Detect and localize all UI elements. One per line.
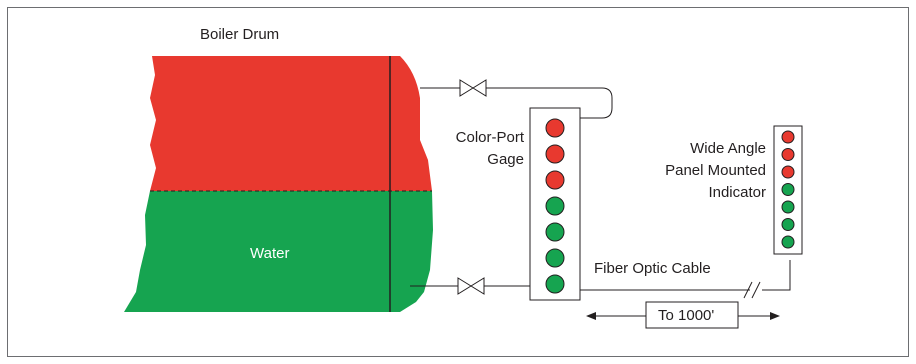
gage-light-red-1 [545,118,565,138]
indicator-label-line2: Panel Mounted [665,162,766,179]
indicator-light-red-3 [781,165,795,179]
drum-water-region [124,191,433,312]
indicator-label-line3: Indicator [708,184,766,201]
gage-light-red-2 [545,144,565,164]
indicator-label-line1: Wide Angle [690,140,766,157]
indicator-light-green-6 [781,218,795,231]
distance-box [645,301,739,329]
gage-light-green-7 [545,274,565,294]
gage-label-line2: Gage [487,151,524,168]
gage-light-red-3 [545,170,565,190]
indicator-light-red-2 [781,148,795,161]
distance-label: To 1000' [658,307,715,324]
gage-lights [545,118,565,294]
indicator-light-green-7 [781,235,795,249]
lower-valve-icon [457,277,485,295]
indicator-light-green-4 [781,183,795,196]
fiber-optic-cable [580,260,791,291]
upper-pipe [420,87,613,119]
drum-steam-region [150,56,432,191]
indicator-light-red-1 [781,130,795,144]
water-label: Water [250,245,290,262]
fiber-optic-cable-label: Fiber Optic Cable [594,260,711,277]
indicator-lights [781,130,795,249]
indicator-light-green-5 [781,200,795,214]
gage-light-green-5 [545,222,565,242]
gage-label-line1: Color-Port [455,129,524,146]
upper-valve-icon [459,79,487,97]
diagram-border [7,7,909,357]
distance-arrow [586,312,780,320]
gage-light-green-6 [545,248,565,268]
boiler-drum-label: Boiler Drum [200,26,280,43]
gage-light-green-4 [545,196,565,216]
cable-break-icon [743,281,761,299]
